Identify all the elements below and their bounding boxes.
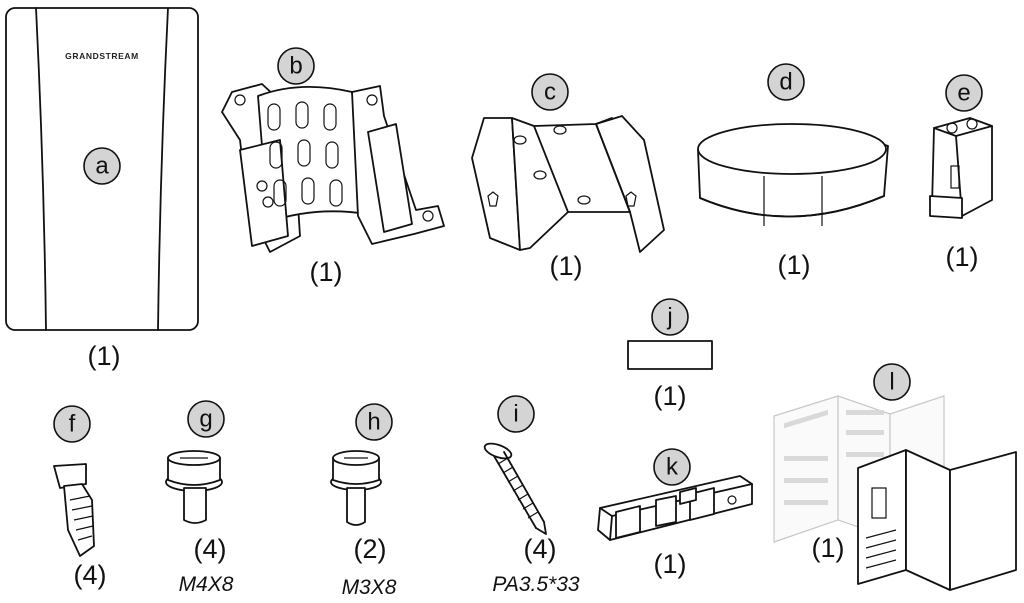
- item-e-terminal-block: e (1): [929, 74, 993, 272]
- item-i-tapping-screw: i (4) PA3.5*33: [483, 395, 580, 596]
- badge-circle-a: [83, 147, 121, 185]
- item-c-u-bracket: c (1): [471, 73, 665, 281]
- badge-circle-j: [651, 298, 689, 336]
- quick-guide-drawing: [773, 395, 1017, 591]
- badge-letter-j: j: [666, 304, 672, 331]
- pole-bracket-drawing: [221, 83, 445, 253]
- terminal-block-drawing: [929, 117, 993, 219]
- badge-letter-l: l: [889, 369, 894, 396]
- item-l-quick-guide: l (1): [773, 363, 1017, 591]
- quantity-i: (4): [524, 534, 557, 564]
- badge-letter-d: d: [779, 69, 792, 96]
- badge-letter-g: g: [199, 406, 212, 433]
- quantity-f: (4): [74, 560, 107, 590]
- quantity-c: (1): [550, 251, 583, 281]
- label-rectangle: [627, 340, 713, 370]
- screw-m4-drawing: [165, 450, 223, 524]
- badge-letter-c: c: [544, 79, 556, 106]
- quantity-b: (1): [310, 257, 343, 287]
- badge-letter-h: h: [367, 409, 380, 436]
- item-k-mount-clip: k (1): [597, 448, 753, 579]
- badge-circle-k: [653, 448, 691, 486]
- spec-h: M3X8: [342, 576, 397, 599]
- badge-letter-b: b: [289, 53, 302, 80]
- badge-letter-k: k: [666, 454, 679, 481]
- badge-circle-l: [873, 363, 911, 401]
- badge-circle-c: [531, 73, 569, 111]
- spec-g: M4X8: [179, 573, 234, 596]
- badge-circle-f: [53, 405, 91, 443]
- item-d-strap: d (1): [697, 63, 889, 280]
- item-b-pole-bracket: b (1): [221, 47, 445, 287]
- u-bracket-drawing: [471, 115, 665, 253]
- item-g-screw-m4x8: g (4) M4X8: [165, 400, 234, 596]
- badge-circle-d: [767, 63, 805, 101]
- quantity-a: (1): [88, 341, 121, 371]
- quantity-k: (1): [654, 549, 687, 579]
- badge-letter-e: e: [957, 80, 970, 107]
- badge-circle-i: [497, 395, 535, 433]
- spec-i: PA3.5*33: [492, 573, 579, 596]
- anchor-drawing: [53, 463, 95, 557]
- brand-logo-text: GRANDSTREAM: [65, 51, 139, 61]
- badge-circle-h: [355, 403, 393, 441]
- item-j-label: j (1): [627, 298, 713, 411]
- quantity-e: (1): [946, 242, 979, 272]
- quantity-h: (2): [354, 534, 387, 564]
- badge-letter-i: i: [513, 401, 518, 428]
- quantity-d: (1): [778, 250, 811, 280]
- quantity-g: (4): [194, 534, 227, 564]
- tapping-screw-drawing: [483, 442, 547, 535]
- badge-circle-g: [187, 400, 225, 438]
- quantity-j: (1): [654, 381, 687, 411]
- screw-m3-drawing: [330, 450, 382, 526]
- badge-circle-e: [945, 74, 983, 112]
- mount-clip-drawing: [597, 475, 753, 541]
- strap-drawing: [697, 123, 889, 226]
- quantity-l: (1): [812, 533, 845, 563]
- badge-letter-f: f: [69, 411, 76, 438]
- item-f-anchor: f (4): [53, 405, 107, 590]
- badge-letter-a: a: [95, 153, 109, 180]
- badge-circle-b: [277, 47, 315, 85]
- item-a-access-point: GRANDSTREAM a (1): [5, 7, 199, 371]
- item-h-screw-m3x8: h (2) M3X8: [330, 403, 397, 599]
